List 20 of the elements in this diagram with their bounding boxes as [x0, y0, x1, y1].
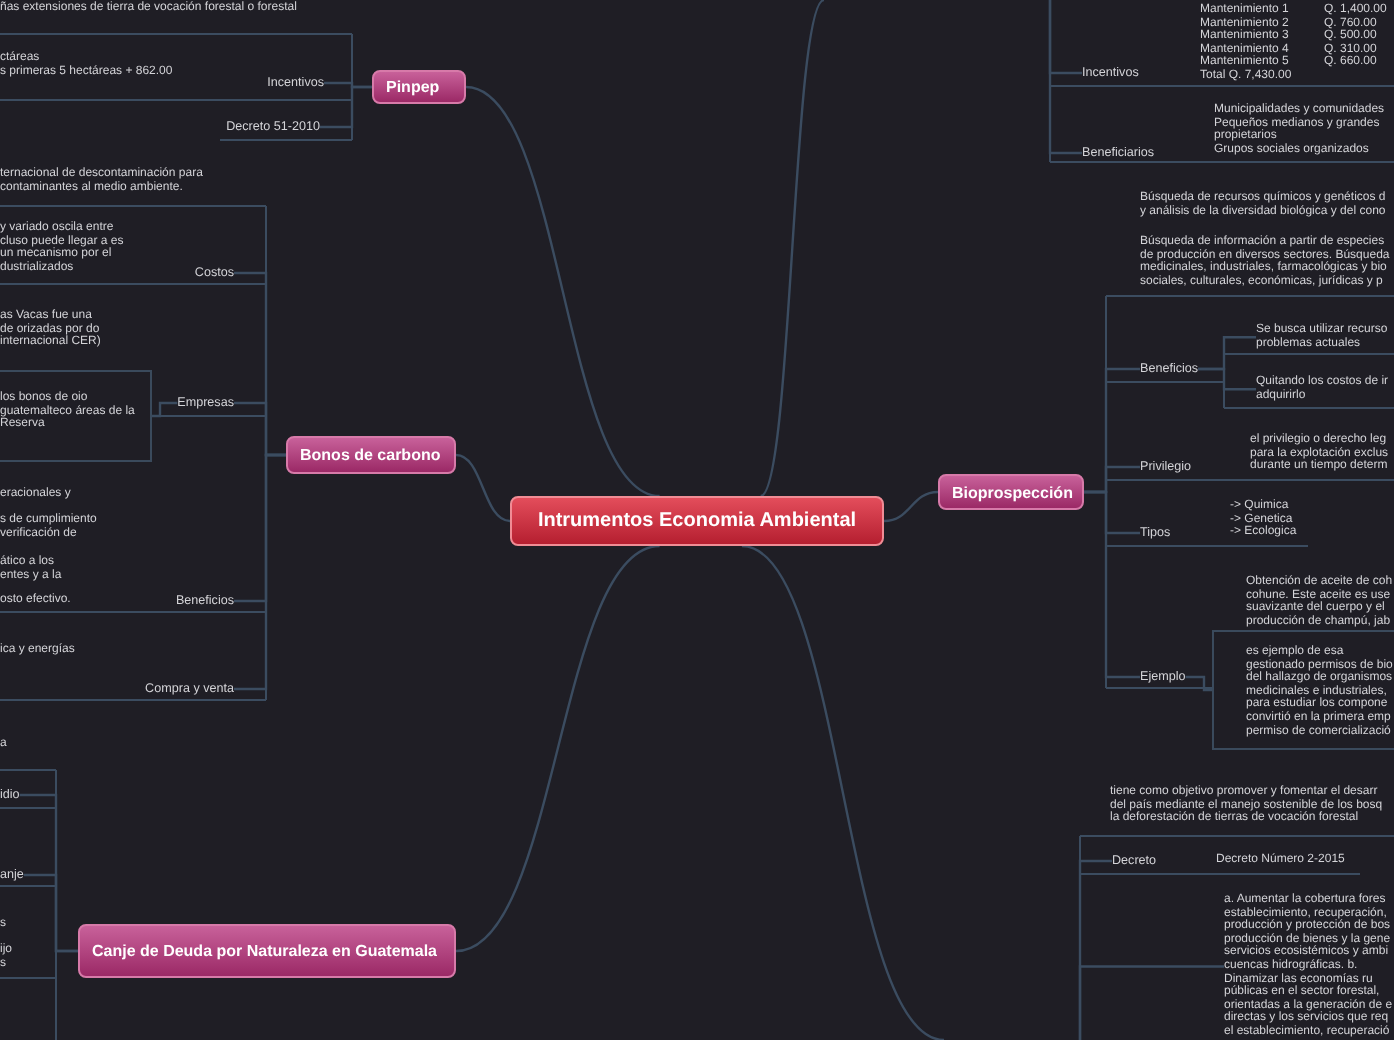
topic-node: Pinpep — [372, 70, 466, 104]
connector-line — [234, 453, 286, 691]
connector-line — [1084, 490, 1140, 679]
topic-node: Canje de Deuda por Naturaleza en Guatemala — [78, 924, 456, 978]
central-topic: Intrumentos Economia Ambiental — [510, 496, 884, 546]
connector-line — [1185, 675, 1212, 692]
connector-line — [1078, 965, 1224, 1040]
connector-line — [320, 85, 372, 129]
connector-line — [455, 544, 660, 953]
connector-line — [1048, 0, 1082, 155]
topic-node: Bonos de carbono — [286, 436, 456, 474]
connector-line — [759, 0, 825, 497]
topic-node: Bioprospección — [938, 474, 1084, 510]
connector-line — [465, 85, 660, 498]
connector-line — [1198, 367, 1256, 391]
connector-line — [23, 873, 78, 953]
connector-line — [741, 544, 945, 1040]
connector-line — [152, 401, 178, 418]
connector-line — [455, 453, 511, 523]
connector-line — [883, 490, 939, 523]
